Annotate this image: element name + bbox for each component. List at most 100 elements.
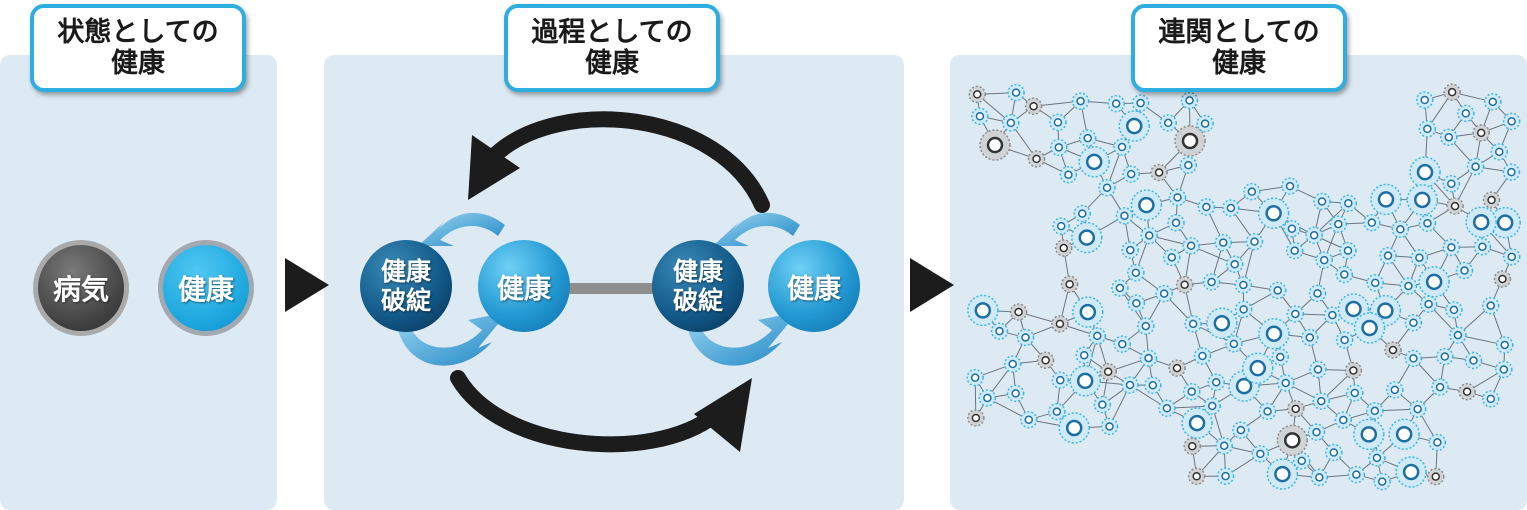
network-node (1418, 266, 1450, 298)
breakdown-ball-2: 健康 破綻 (652, 240, 744, 332)
network-node (1386, 381, 1404, 399)
network-node (1242, 352, 1274, 384)
network-node (1214, 233, 1232, 252)
network-node (1257, 197, 1290, 229)
network-node (1197, 198, 1216, 216)
state-title: 状態としての 健康 (57, 17, 219, 79)
network-node (1174, 125, 1206, 157)
process-title: 過程としての 健康 (531, 17, 693, 79)
network-node (1187, 467, 1206, 486)
network-node (1167, 214, 1185, 232)
network-node (1442, 238, 1461, 257)
cycle-arrow-top (487, 111, 770, 213)
network-node (1379, 246, 1397, 265)
network-node (1137, 317, 1155, 335)
network-node (1107, 94, 1125, 113)
network-node (1202, 273, 1221, 291)
network-node (1155, 284, 1173, 303)
network-node (1457, 104, 1475, 123)
network-node (1051, 371, 1070, 389)
network-node (1308, 284, 1327, 303)
network-node (1050, 138, 1068, 157)
network-node (1144, 376, 1162, 395)
network-node (1130, 189, 1163, 221)
network-node (1051, 315, 1069, 333)
network-node (1121, 241, 1140, 259)
network-node (1406, 184, 1439, 216)
network-node (1310, 468, 1329, 487)
network-node (1078, 129, 1097, 147)
health-ball-1: 健康 (478, 240, 570, 332)
network-node (1408, 400, 1427, 418)
network-node (1168, 188, 1187, 207)
network-node (1472, 124, 1490, 142)
network-node (1258, 402, 1277, 421)
network-node (1179, 156, 1198, 174)
network-node (1482, 191, 1501, 209)
network-node (1069, 365, 1101, 397)
network-node (1054, 239, 1073, 257)
network-node (1495, 336, 1514, 354)
network-node (967, 409, 985, 427)
network-node (1193, 347, 1212, 365)
network-node (1225, 335, 1243, 353)
process-title-box: 過程としての 健康 (504, 4, 720, 92)
network-node (1481, 296, 1500, 315)
network-node (1363, 213, 1381, 232)
network-node (1334, 411, 1353, 429)
network-node (1409, 156, 1441, 188)
health-ball: 健康 (158, 240, 254, 336)
network-node (1139, 349, 1158, 367)
network-node (1353, 312, 1386, 344)
network-node (1234, 276, 1253, 294)
network-node (1489, 206, 1521, 239)
swirl-arrow-1a (418, 212, 505, 246)
breakdown-label-1: 健康 破綻 (380, 257, 431, 315)
swirl-arrow-2a (713, 212, 800, 246)
network-node (1159, 114, 1177, 132)
network-node (1071, 92, 1090, 110)
network-node (1150, 163, 1168, 182)
network-node (1426, 467, 1445, 486)
network-node (1180, 91, 1199, 110)
network-node (1388, 418, 1420, 450)
network-node (1399, 277, 1418, 295)
network-node (1484, 93, 1502, 111)
connector-bar (562, 283, 662, 294)
network-node (1323, 306, 1342, 324)
network-node (1493, 270, 1512, 288)
network-node (1184, 315, 1202, 333)
network-node (1325, 443, 1343, 462)
network-node (1466, 157, 1485, 176)
network-node (1313, 192, 1331, 211)
network-node (1113, 138, 1131, 156)
network-node (1339, 194, 1358, 213)
network-node (1258, 317, 1290, 350)
network-node (1404, 349, 1423, 368)
network-node (1206, 307, 1238, 339)
network-node (1473, 237, 1492, 256)
network-node (1113, 335, 1132, 353)
network-node (1027, 150, 1046, 168)
network-node (1115, 207, 1134, 225)
network-node (1502, 248, 1521, 266)
network-node (1309, 360, 1327, 379)
network-node (1329, 215, 1348, 233)
network-node (1410, 248, 1429, 267)
network-node (1127, 294, 1146, 313)
network-node (1009, 303, 1028, 321)
network-node (1111, 279, 1129, 297)
network-node (1098, 178, 1116, 197)
cycle-arrow-bottom (450, 370, 723, 453)
network-node (1502, 163, 1521, 181)
network-node (1276, 424, 1309, 457)
network-node (1048, 402, 1066, 421)
network-node (1215, 437, 1233, 455)
network-node (1163, 248, 1181, 267)
network-node (971, 107, 989, 126)
network-node (1419, 295, 1438, 313)
swirl-arrow-1b (398, 312, 508, 366)
network-node (1445, 301, 1463, 319)
network-node (1131, 94, 1150, 112)
illness-ball: 病気 (33, 240, 129, 336)
